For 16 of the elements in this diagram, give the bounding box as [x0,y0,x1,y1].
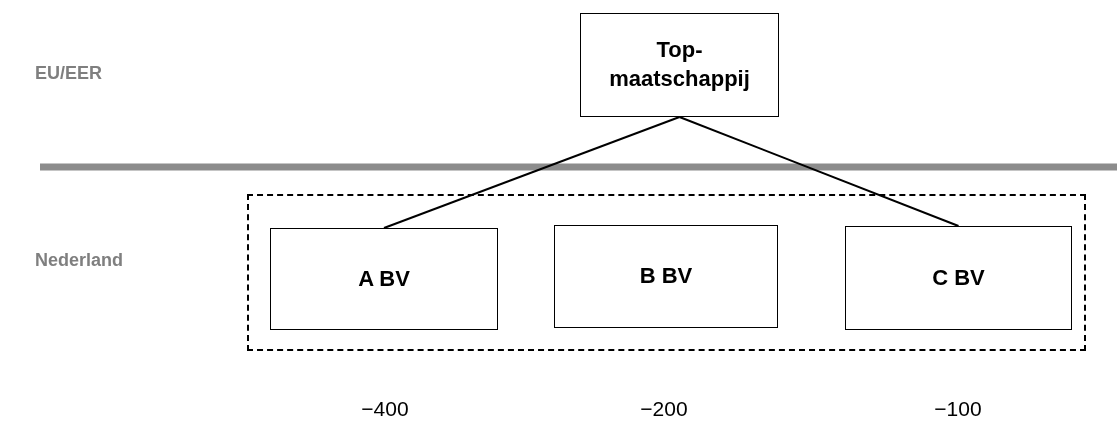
entity-box [270,228,498,330]
value-label: −100 [934,397,982,421]
entity-box [580,13,779,117]
entity-name: A BV [358,264,410,293]
value-label: −400 [361,397,409,421]
entity-name: Top-maatschappij [608,36,751,93]
entity-name: C BV [932,263,985,292]
region-label: Nederland [35,250,124,271]
entity-box [554,225,778,328]
entity-box [845,226,1072,330]
entity-name: B BV [639,262,693,291]
region-label: EU/EER [35,63,103,84]
connector-line [678,116,960,227]
group-boundary [247,194,1086,351]
connector-line [383,116,681,229]
value-label: −200 [640,397,688,421]
